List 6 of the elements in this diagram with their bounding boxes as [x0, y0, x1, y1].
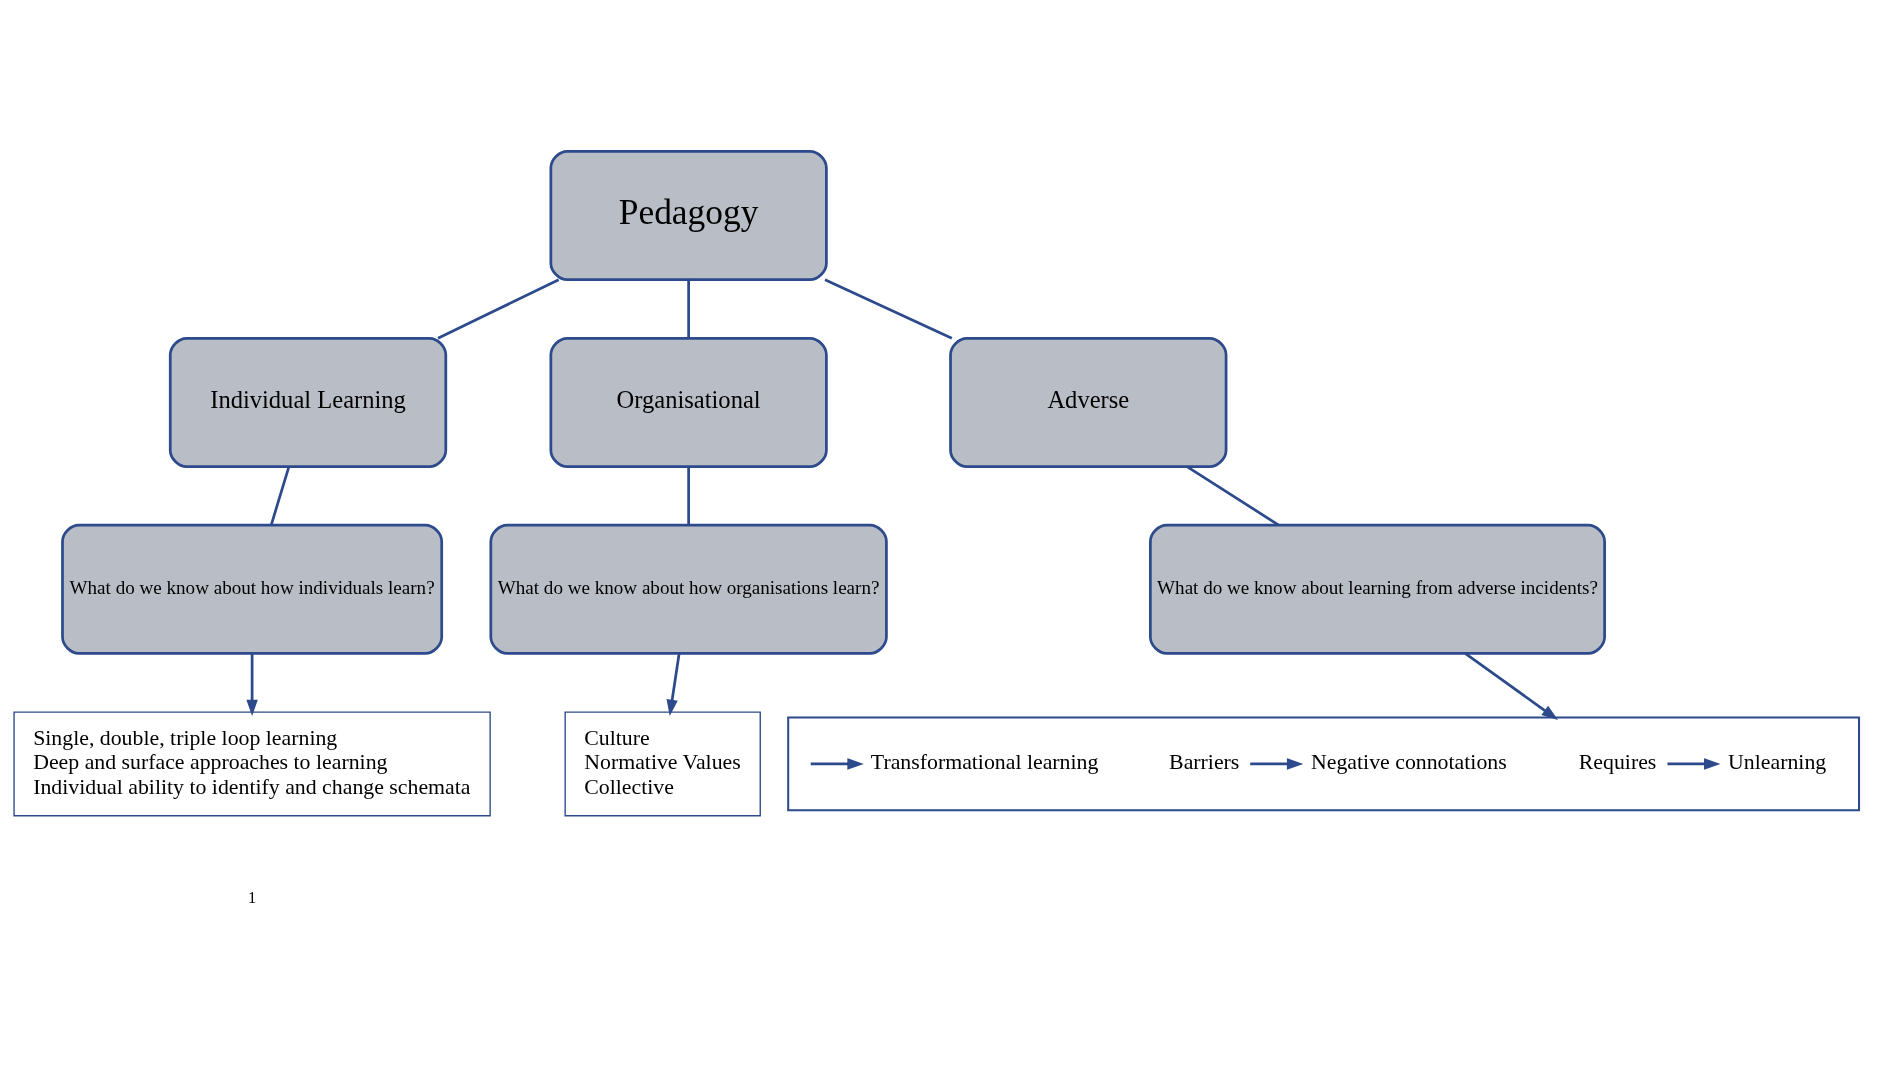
node-text: Barriers [1169, 750, 1240, 775]
node-text: Requires [1578, 750, 1657, 775]
node-text: Negative connotations [1311, 750, 1507, 775]
label: 1 [248, 888, 257, 908]
node-text: Unlearning [1728, 750, 1827, 775]
node-text: Transformational learning [870, 750, 1099, 775]
